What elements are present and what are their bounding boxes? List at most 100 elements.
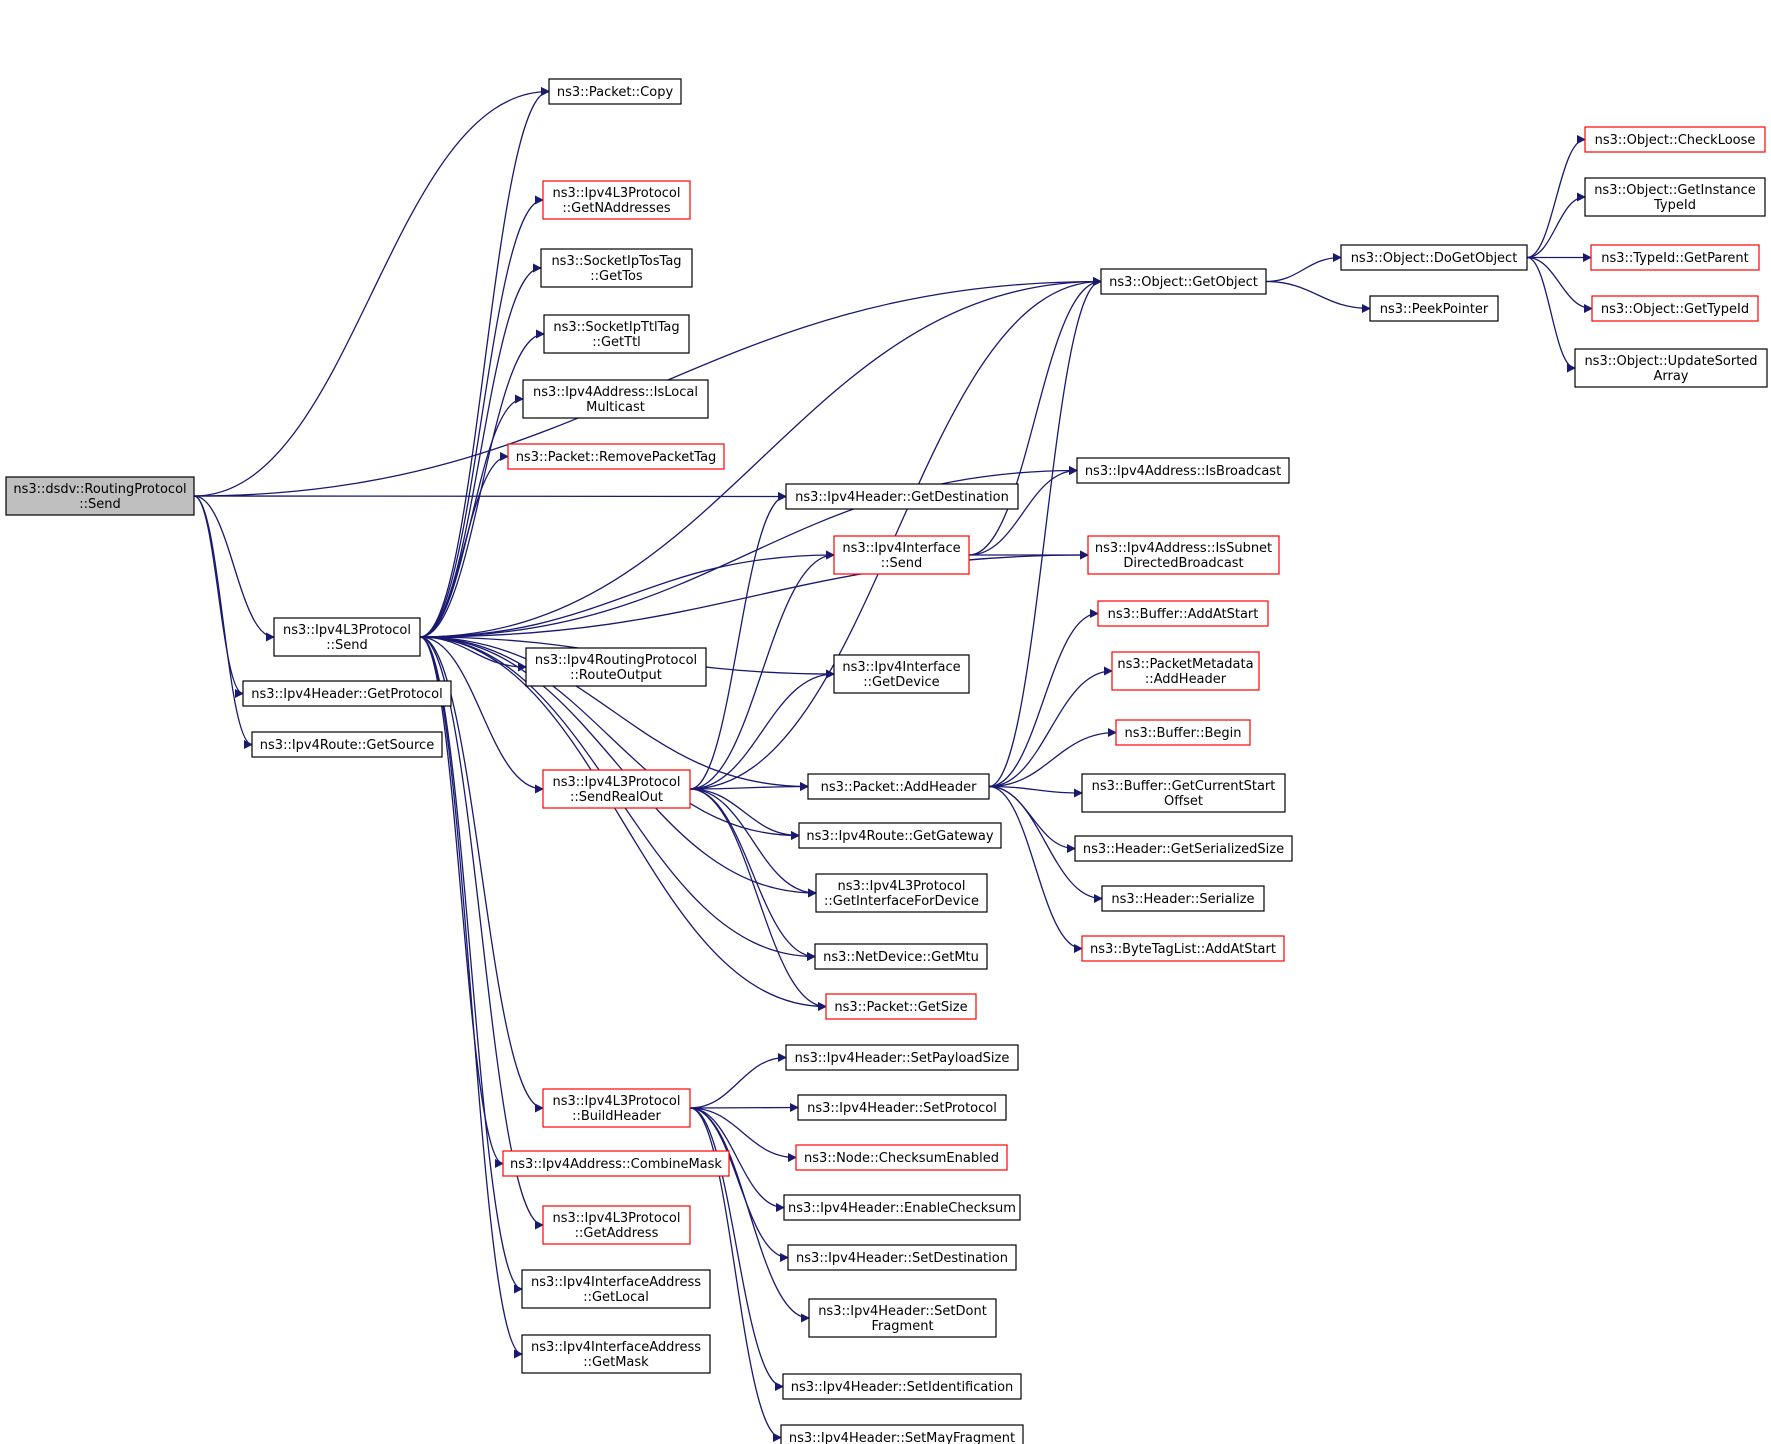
node-box (242, 680, 452, 707)
edge-l3send-to-issubnetdirectedbroadcast (419, 550, 1089, 638)
edge-buildheader-to-checksumenabled (689, 1107, 797, 1162)
node-metadataaddheader[interactable]: ns3::PacketMetadata::AddHeader (1111, 651, 1260, 691)
node-routeoutput[interactable]: ns3::Ipv4RoutingProtocol::RouteOutput (525, 647, 707, 687)
node-label-line: ns3::Ipv4L3Protocol (838, 879, 966, 894)
edge-l3send-to-getinterfacefordevice (419, 636, 817, 898)
edge-l3send-to-getttl (419, 329, 545, 638)
node-peekpointer[interactable]: ns3::PeekPointer (1369, 295, 1499, 322)
node-checksumenabled[interactable]: ns3::Node::ChecksumEnabled (795, 1144, 1008, 1171)
node-box (1100, 268, 1267, 295)
edge-l3send-to-getobject (419, 277, 1102, 638)
node-label-line: ns3::Ipv4Header::SetProtocol (807, 1101, 997, 1116)
node-bufferbegin[interactable]: ns3::Buffer::Begin (1115, 719, 1251, 746)
node-removepackettag[interactable]: ns3::Packet::RemovePacketTag (507, 443, 725, 470)
node-label-line: ::GetDevice (863, 675, 939, 690)
node-label-line: ns3::Object::GetTypeId (1601, 302, 1749, 317)
node-label-line: ns3::ByteTagList::AddAtStart (1090, 942, 1276, 957)
edge-l3send-to-getaddress (419, 636, 544, 1230)
node-addheader[interactable]: ns3::Packet::AddHeader (807, 773, 990, 800)
node-addatstart[interactable]: ns3::Buffer::AddAtStart (1097, 600, 1269, 627)
node-getnaddresses[interactable]: ns3::Ipv4L3Protocol::GetNAddresses (542, 180, 691, 220)
node-label-line: ::GetTos (590, 269, 643, 284)
node-box (1574, 348, 1768, 388)
node-box (1101, 885, 1265, 912)
node-setmayfragment[interactable]: ns3::Ipv4Header::SetMayFragment (780, 1424, 1024, 1444)
node-box (1340, 244, 1528, 271)
node-box (1115, 719, 1251, 746)
node-getdestination[interactable]: ns3::Ipv4Header::GetDestination (785, 483, 1019, 510)
node-getaddress[interactable]: ns3::Ipv4L3Protocol::GetAddress (542, 1205, 691, 1245)
node-setdestination[interactable]: ns3::Ipv4Header::SetDestination (787, 1244, 1017, 1271)
node-label-line: Multicast (586, 400, 645, 415)
node-getserializedsize[interactable]: ns3::Header::GetSerializedSize (1074, 835, 1293, 862)
node-box (1074, 835, 1293, 862)
node-label-line: ::GetAddress (575, 1226, 659, 1241)
edge-getobject-to-peekpointer (1265, 280, 1371, 313)
edge-buildheader-to-setidentification (689, 1107, 784, 1391)
node-label-line: ns3::Ipv4L3Protocol (553, 775, 681, 790)
node-box (540, 248, 693, 288)
node-sendrealout[interactable]: ns3::Ipv4L3Protocol::SendRealOut (542, 769, 691, 809)
node-isbroadcast[interactable]: ns3::Ipv4Address::IsBroadcast (1076, 457, 1290, 484)
node-gettos[interactable]: ns3::SocketIpTosTag::GetTos (540, 248, 693, 288)
edge-sendrealout-to-getdevice (689, 669, 835, 790)
node-label-line: ns3::Object::GetObject (1109, 275, 1258, 290)
node-issubnetdirectedbroadcast[interactable]: ns3::Ipv4Address::IsSubnetDirectedBroadc… (1087, 535, 1280, 575)
node-buildheader[interactable]: ns3::Ipv4L3Protocol::BuildHeader (542, 1088, 691, 1128)
node-label-line: ::SendRealOut (570, 790, 663, 805)
node-getprotocol[interactable]: ns3::Ipv4Header::GetProtocol (242, 680, 452, 707)
edge-buildheader-to-enablechecksum (689, 1107, 785, 1212)
node-getdevice[interactable]: ns3::Ipv4Interface::GetDevice (833, 654, 970, 694)
edge-sendrealout-to-getobject (689, 277, 1102, 790)
edge-buildheader-to-setmayfragment (689, 1107, 782, 1442)
node-getsource[interactable]: ns3::Ipv4Route::GetSource (251, 731, 443, 758)
node-setidentification[interactable]: ns3::Ipv4Header::SetIdentification (782, 1373, 1022, 1400)
edge-l3send-to-removepackettag (419, 452, 509, 638)
node-label-line: ns3::Object::CheckLoose (1595, 133, 1756, 148)
node-label-line: ::BuildHeader (572, 1109, 661, 1124)
node-label-line: ns3::Packet::GetSize (834, 1000, 967, 1015)
node-label-line: ns3::PacketMetadata (1117, 657, 1253, 672)
node-getparent[interactable]: ns3::TypeId::GetParent (1590, 244, 1760, 271)
node-ifsend[interactable]: ns3::Ipv4Interface::Send (833, 535, 970, 575)
node-label-line: ns3::Ipv4Address::IsSubnet (1095, 541, 1272, 556)
node-getinterfacefordevice[interactable]: ns3::Ipv4L3Protocol::GetInterfaceForDevi… (815, 873, 988, 913)
node-serialize[interactable]: ns3::Header::Serialize (1101, 885, 1265, 912)
node-box (507, 443, 725, 470)
node-getlocal[interactable]: ns3::Ipv4InterfaceAddress::GetLocal (521, 1269, 711, 1309)
node-label-line: ns3::Object::DoGetObject (1351, 251, 1518, 266)
node-root[interactable]: ns3::dsdv::RoutingProtocol::Send (5, 476, 195, 516)
node-setprotocol[interactable]: ns3::Ipv4Header::SetProtocol (797, 1094, 1007, 1121)
node-combinemask[interactable]: ns3::Ipv4Address::CombineMask (502, 1150, 730, 1177)
node-getsize[interactable]: ns3::Packet::GetSize (825, 993, 977, 1020)
edge-l3send-to-getsize (419, 636, 827, 1011)
node-getmask[interactable]: ns3::Ipv4InterfaceAddress::GetMask (521, 1334, 711, 1374)
node-getgateway[interactable]: ns3::Ipv4Route::GetGateway (798, 822, 1002, 849)
node-dogetobject[interactable]: ns3::Object::DoGetObject (1340, 244, 1528, 271)
node-getmtu[interactable]: ns3::NetDevice::GetMtu (814, 943, 988, 970)
node-label-line: ns3::Ipv4L3Protocol (283, 623, 411, 638)
edge-sendrealout-to-ifsend (689, 550, 835, 790)
node-getobject[interactable]: ns3::Object::GetObject (1100, 268, 1267, 295)
node-setpayloadsize[interactable]: ns3::Ipv4Header::SetPayloadSize (785, 1044, 1019, 1071)
node-box (780, 1424, 1024, 1444)
node-label-line: ns3::Node::ChecksumEnabled (804, 1151, 999, 1166)
edge-root-to-getsource (193, 495, 253, 749)
node-box (1097, 600, 1269, 627)
edge-addheader-to-serialize (988, 785, 1103, 903)
node-label-line: ns3::Ipv4Interface (842, 541, 960, 556)
node-checkloose[interactable]: ns3::Object::CheckLoose (1584, 126, 1766, 153)
node-copy[interactable]: ns3::Packet::Copy (548, 78, 682, 105)
node-gettypeid[interactable]: ns3::Object::GetTypeId (1591, 295, 1759, 322)
node-label-line: ns3::Ipv4Header::SetIdentification (791, 1380, 1014, 1395)
node-enablechecksum[interactable]: ns3::Ipv4Header::EnableChecksum (783, 1194, 1021, 1221)
node-getttl[interactable]: ns3::SocketIpTtlTag::GetTtl (543, 314, 690, 354)
node-bytetagaddatstart[interactable]: ns3::ByteTagList::AddAtStart (1081, 935, 1285, 962)
node-l3send[interactable]: ns3::Ipv4L3Protocol::Send (273, 617, 421, 657)
